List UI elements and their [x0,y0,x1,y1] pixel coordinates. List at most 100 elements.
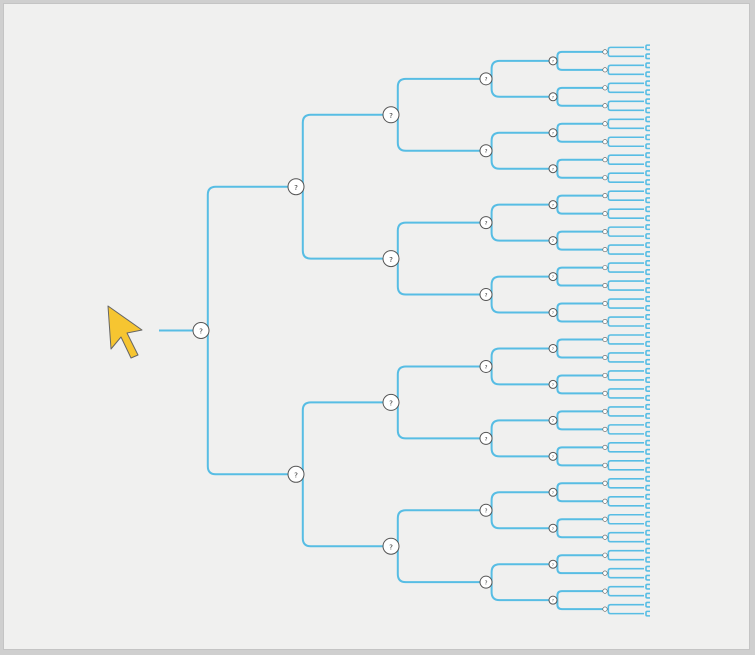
branch-edge [607,460,644,471]
branch-edge [645,484,650,491]
decision-node[interactable] [602,444,608,450]
decision-node[interactable]: ? [479,431,493,445]
decision-node-label: ? [552,383,554,387]
branch-edge [645,538,650,545]
decision-node[interactable]: ? [479,72,493,86]
decision-node[interactable] [602,85,608,91]
branch-edge [645,287,650,294]
decision-node[interactable] [602,462,608,468]
decision-node-label: ? [294,183,298,192]
branch-edge [645,134,650,141]
decision-node[interactable] [602,354,608,360]
decision-node[interactable] [602,552,608,558]
decision-node-label: ? [485,149,488,155]
branch-edge [645,53,650,60]
branch-edge [645,349,650,357]
decision-node-label: ? [552,527,554,531]
decision-node[interactable]: ? [287,465,305,483]
branch-edge [645,44,650,51]
decision-node[interactable]: ? [548,308,558,318]
branch-edge [645,278,650,285]
decision-node[interactable] [602,193,608,199]
branch-edge [556,122,605,143]
decision-node[interactable]: ? [548,415,558,425]
decision-node[interactable]: ? [479,144,493,158]
decision-node[interactable] [602,49,608,55]
decision-node[interactable] [602,498,608,504]
decision-node[interactable] [602,534,608,540]
branch-edge [396,77,486,152]
decision-node[interactable] [602,588,608,594]
decision-node[interactable] [602,408,608,414]
decision-node[interactable] [602,139,608,145]
decision-node[interactable]: ? [382,250,400,268]
decision-node[interactable]: ? [548,523,558,533]
branch-edge [607,208,644,219]
decision-node[interactable] [602,516,608,522]
branch-edge [645,367,650,374]
decision-node[interactable] [602,247,608,253]
branch-edge [607,567,644,579]
decision-node[interactable] [602,229,608,235]
decision-node[interactable]: ? [548,559,558,569]
branch-edge [645,475,650,482]
decision-node[interactable]: ? [192,322,210,339]
decision-node[interactable]: ? [548,236,558,246]
decision-node[interactable] [602,103,608,109]
decision-node[interactable]: ? [548,92,558,102]
branch-edge [607,406,644,417]
decision-node[interactable]: ? [382,393,400,411]
decision-node[interactable] [602,480,608,486]
decision-node[interactable]: ? [548,379,558,389]
decision-node[interactable]: ? [479,288,493,302]
decision-node[interactable]: ? [548,343,558,353]
branch-edge [607,549,644,561]
branch-edge [607,280,644,291]
decision-node[interactable] [602,301,608,307]
decision-node-label: ? [552,311,554,315]
decision-node[interactable] [602,67,608,73]
decision-node[interactable]: ? [287,178,305,196]
decision-node[interactable]: ? [382,106,400,124]
branch-edge [645,511,650,518]
branch-edge [556,446,605,467]
decision-node[interactable] [602,319,608,325]
decision-node[interactable]: ? [548,272,558,282]
branch-edge [607,154,644,166]
decision-node[interactable] [602,121,608,127]
decision-node[interactable] [602,157,608,163]
decision-node[interactable]: ? [479,216,493,230]
decision-node[interactable]: ? [548,128,558,138]
decision-node[interactable] [602,265,608,271]
decision-node[interactable] [602,426,608,432]
decision-node[interactable]: ? [382,537,400,555]
decision-node[interactable]: ? [548,164,558,174]
branch-edge [645,610,650,617]
decision-node[interactable]: ? [548,56,558,66]
decision-node[interactable]: ? [479,575,493,589]
branch-edge [556,230,605,251]
branch-edge [490,347,553,386]
decision-node[interactable] [602,175,608,181]
decision-node[interactable] [602,211,608,217]
decision-node[interactable]: ? [479,503,493,517]
decision-node[interactable]: ? [548,595,558,605]
branch-edge [645,358,650,366]
decision-node-label: ? [199,327,203,336]
decision-node[interactable]: ? [548,487,558,497]
decision-node[interactable] [602,606,608,612]
branch-edge [645,98,650,105]
decision-node[interactable]: ? [548,451,558,461]
branch-edge [645,152,650,159]
decision-node[interactable] [602,570,608,576]
decision-node[interactable] [602,372,608,378]
decision-node[interactable]: ? [479,359,493,373]
decision-node-label: ? [552,491,554,495]
branch-edge [645,502,650,509]
decision-node[interactable] [602,390,608,396]
branch-edge [645,520,650,527]
decision-node[interactable]: ? [548,200,558,210]
decision-node[interactable] [602,336,608,342]
branch-edge [645,71,650,78]
decision-node[interactable] [602,283,608,289]
